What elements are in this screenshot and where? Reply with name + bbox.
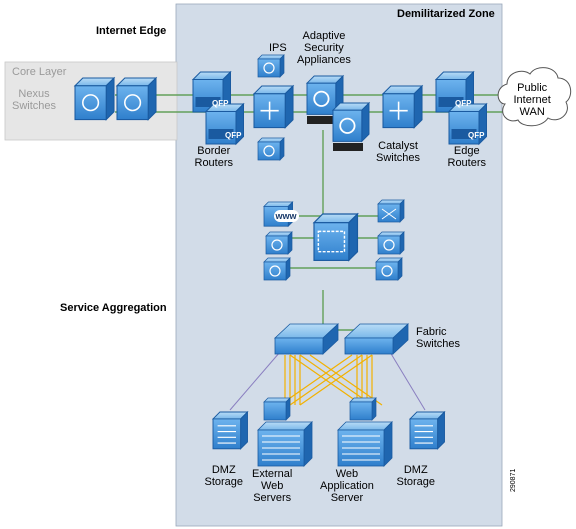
border-router-2 (205, 103, 244, 145)
fabric-label-line1: Fabric (416, 326, 447, 338)
figure-id: 290871 (510, 468, 517, 492)
asa-label-line2: Security (304, 42, 344, 54)
ips-device-1 (257, 54, 285, 78)
ext-web-line2: Web (260, 480, 284, 492)
web-app-line3: Server (330, 492, 364, 504)
web-app-line2: Application (320, 480, 374, 492)
dmz-storage-left-line1: DMZ (211, 464, 236, 476)
cloud-label: Public Internet WAN (514, 82, 551, 118)
dmz-storage-right (409, 411, 445, 450)
asa-label-line3: Appliances (297, 54, 351, 66)
fabric-switches-label: Fabric Switches (416, 326, 460, 350)
border-router-1 (192, 71, 231, 113)
fabric-label-line2: Switches (416, 338, 461, 350)
cloud-label-line2: Internet (513, 94, 551, 106)
qfp-label-edge-2: QFP (468, 131, 485, 140)
ext-web-line1: External (252, 468, 293, 480)
web-application-server (337, 397, 393, 467)
nexus-switch-2 (116, 77, 157, 121)
edge-router-1 (435, 71, 474, 113)
edge-routers-label: Edge Routers (448, 145, 487, 169)
external-web-servers (257, 397, 313, 467)
qfp-label-edge-1: QFP (455, 99, 472, 108)
dmz-storage-left-line2: Storage (204, 476, 244, 488)
edge-router-2 (448, 103, 487, 145)
fabric-mesh (279, 354, 383, 406)
internet-edge-title: Internet Edge (96, 25, 167, 37)
fabric-switch-1 (273, 323, 340, 355)
service-device-right-top (377, 199, 405, 223)
asa-firewall-1 (306, 75, 344, 115)
service-device-left-mid (265, 231, 293, 255)
ips-label: IPS (269, 42, 287, 54)
edge-label-line1: Edge (453, 145, 480, 157)
cloud-label-line3: WAN (519, 106, 545, 118)
service-device-right-mid (377, 231, 405, 255)
edge-label-line2: Routers (447, 157, 487, 169)
service-device-left-bottom (263, 257, 291, 281)
ext-web-line3: Servers (253, 492, 292, 504)
public-internet-cloud (497, 67, 572, 127)
service-aggregation-title: Service Aggregation (60, 302, 167, 314)
catalyst-label-line1: Catalyst (378, 140, 418, 152)
dmz-storage-right-line2: Storage (396, 476, 436, 488)
border-routers-label: Border Routers (195, 145, 234, 169)
dmz-storage-left-label: DMZ Storage (205, 464, 244, 488)
fabric-switch-2 (343, 323, 410, 355)
edge-core-switch (253, 85, 294, 129)
service-device-right-bottom (375, 257, 403, 281)
qfp-label-border-1: QFP (212, 99, 229, 108)
dmz-storage-right-label: DMZ Storage (397, 464, 436, 488)
asa-label-line1: Adaptive (302, 30, 346, 42)
border-label-line1: Border (197, 145, 231, 157)
qfp-label-border-2: QFP (225, 131, 242, 140)
asa-firewall-1-base (307, 116, 337, 124)
dmz-storage-left (212, 411, 248, 450)
catalyst-switches-label: Catalyst Switches (376, 140, 420, 164)
web-application-server-label: Web Application Server (320, 468, 374, 504)
external-web-servers-label: External Web Servers (252, 468, 292, 504)
nexus-switches-label: Nexus Switches (12, 88, 56, 112)
asa-label: Adaptive Security Appliances (297, 30, 351, 66)
catalyst-switch (382, 85, 423, 129)
asa-firewall-2-base (333, 143, 363, 151)
nexus-switch-1 (74, 77, 115, 121)
dmz-storage-right-line1: DMZ (403, 464, 428, 476)
service-aggregation-switch (313, 213, 359, 261)
ips-device-2 (257, 137, 285, 161)
border-label-line2: Routers (194, 157, 234, 169)
nexus-label-line1: Nexus (18, 88, 50, 100)
core-layer-title: Core Layer (12, 66, 67, 78)
asa-firewall-2 (332, 102, 370, 142)
cloud-label-line1: Public (517, 82, 548, 94)
www-label: www (273, 210, 299, 222)
nexus-label-line2: Switches (12, 100, 57, 112)
catalyst-label-line2: Switches (376, 152, 421, 164)
storage-links (229, 351, 426, 411)
web-app-line1: Web (335, 468, 359, 480)
dmz-title: Demilitarized Zone (397, 8, 495, 20)
